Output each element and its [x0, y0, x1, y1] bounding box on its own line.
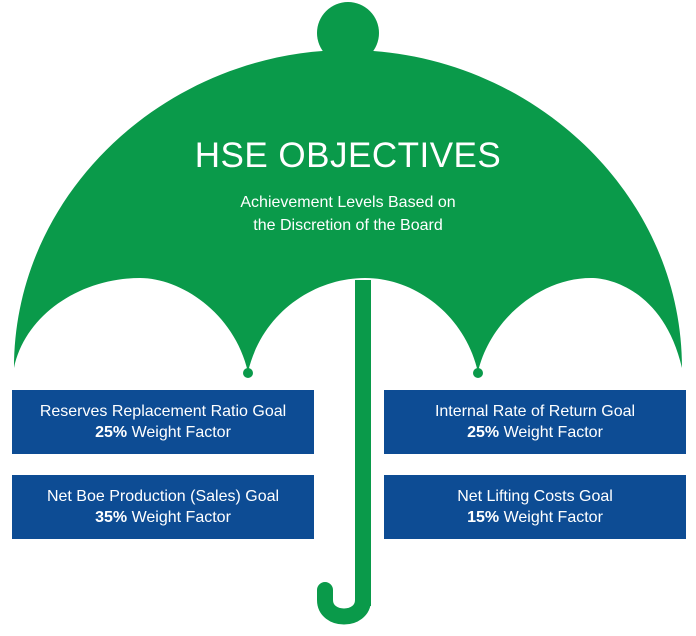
- goal-name: Net Boe Production (Sales) Goal: [46, 488, 280, 505]
- goal-weight-label: Weight Factor: [131, 424, 231, 441]
- umbrella-shaft: [355, 280, 371, 606]
- goal-box-net-boe-production: Net Boe Production (Sales) Goal 35% Weig…: [12, 475, 314, 539]
- goal-weight-line: 35% Weight Factor: [95, 507, 231, 528]
- goal-box-internal-rate-of-return: Internal Rate of Return Goal 25% Weight …: [384, 390, 686, 454]
- goal-weight-value: 35%: [95, 509, 128, 526]
- goal-weight-label: Weight Factor: [503, 424, 603, 441]
- diagram-title: HSE OBJECTIVES: [194, 136, 502, 175]
- goal-weight-line: 25% Weight Factor: [95, 422, 231, 443]
- subtitle-line-2: the Discretion of the Board: [253, 217, 443, 234]
- goal-box-reserves-replacement: Reserves Replacement Ratio Goal 25% Weig…: [12, 390, 314, 454]
- goal-weight-value: 25%: [95, 424, 128, 441]
- diagram-subtitle: Achievement Levels Based on the Discreti…: [0, 191, 696, 237]
- umbrella-rib-tip-left: [243, 368, 253, 378]
- goal-weight-value: 25%: [467, 424, 500, 441]
- umbrella-rib-tip-right: [473, 368, 483, 378]
- goal-name: Net Lifting Costs Goal: [457, 488, 613, 505]
- goal-name: Internal Rate of Return Goal: [434, 403, 636, 420]
- goal-weight-line: 25% Weight Factor: [467, 422, 603, 443]
- umbrella-handle: [317, 582, 371, 625]
- goal-weight-label: Weight Factor: [131, 509, 231, 526]
- goal-weight-line: 15% Weight Factor: [467, 507, 603, 528]
- umbrella-canopy: [14, 50, 682, 372]
- goal-weight-value: 15%: [467, 509, 500, 526]
- goal-box-net-lifting-costs: Net Lifting Costs Goal 15% Weight Factor: [384, 475, 686, 539]
- subtitle-line-1: Achievement Levels Based on: [240, 194, 456, 211]
- goal-weight-label: Weight Factor: [503, 509, 603, 526]
- umbrella-knob: [317, 2, 379, 64]
- goal-name: Reserves Replacement Ratio Goal: [39, 403, 287, 420]
